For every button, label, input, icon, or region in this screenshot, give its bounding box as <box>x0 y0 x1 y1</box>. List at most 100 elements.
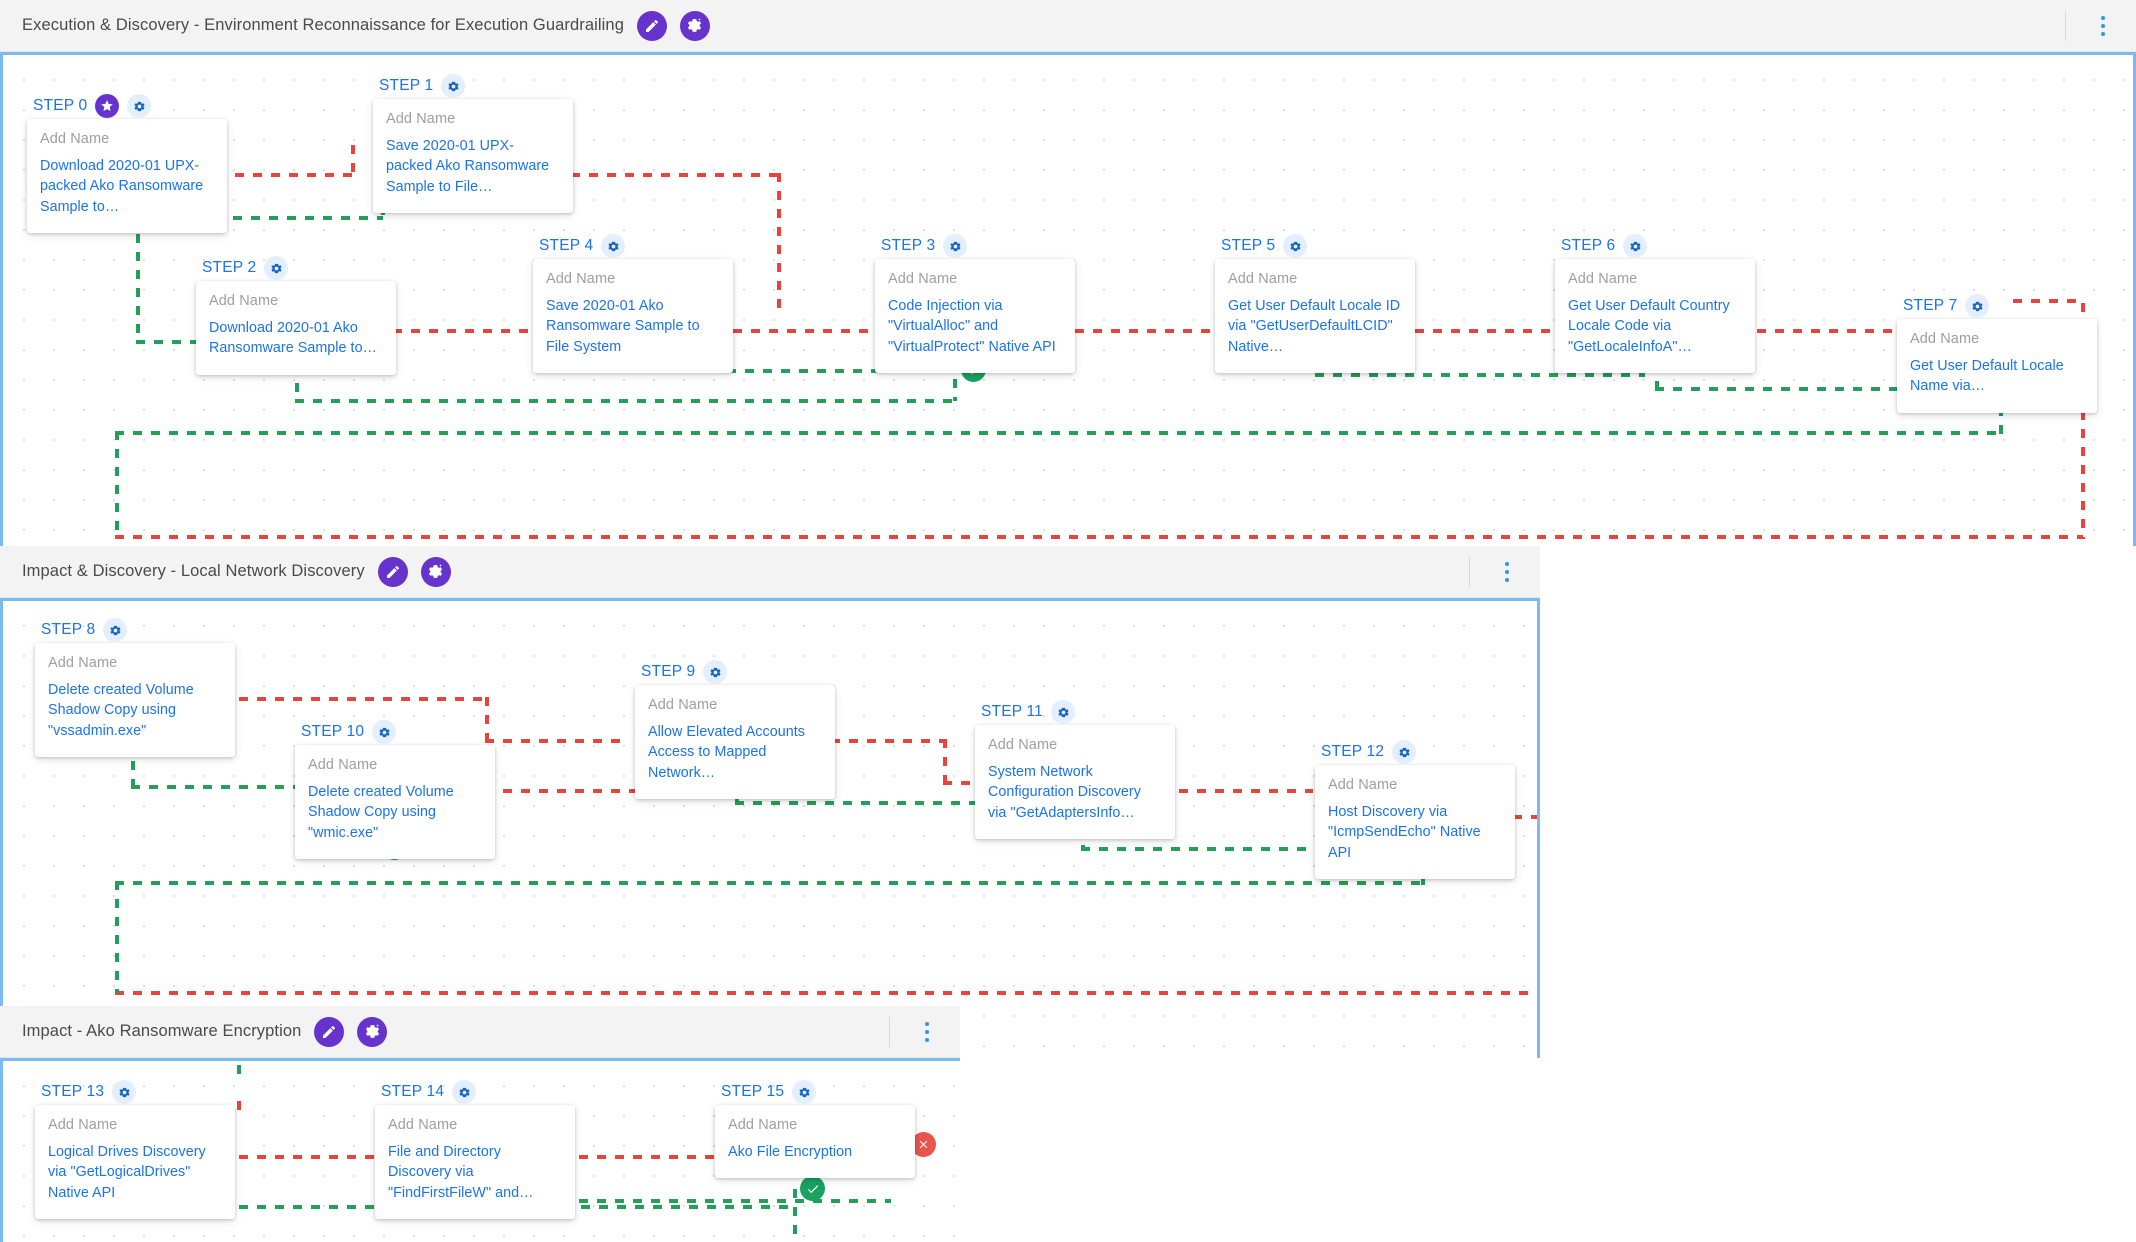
edge-red-10-9 <box>503 789 639 793</box>
step-node-9[interactable]: STEP 9 Add Name Allow Elevated Accounts … <box>635 659 835 799</box>
card-name-placeholder[interactable]: Add Name <box>1910 331 1980 347</box>
step-card[interactable]: Add Name Allow Elevated Accounts Access … <box>635 685 835 799</box>
step-node-15[interactable]: STEP 15 Add Name Ako File Encryption <box>715 1079 915 1179</box>
gear-icon[interactable] <box>264 256 289 280</box>
status-error-step15[interactable] <box>911 1132 936 1157</box>
step-node-8[interactable]: STEP 8 Add Name Delete created Volume Sh… <box>35 617 235 757</box>
card-name-placeholder[interactable]: Add Name <box>648 697 718 713</box>
step-node-0[interactable]: STEP 0 Add Name Download 2020-01 UPX-pac… <box>27 93 227 233</box>
step-label: STEP 11 <box>981 703 1043 720</box>
magic-gear-icon[interactable] <box>420 556 451 587</box>
step-card[interactable]: Add Name Host Discovery via "IcmpSendEch… <box>1315 765 1515 879</box>
step-node-3[interactable]: STEP 3 Add Name Code Injection via "Virt… <box>875 233 1075 373</box>
edge-red-8-10b <box>485 697 489 743</box>
pencil-icon[interactable] <box>314 1016 345 1047</box>
edge-green-9-row <box>735 801 977 805</box>
step-node-11[interactable]: STEP 11 Add Name System Network Configur… <box>975 699 1175 839</box>
card-name-placeholder[interactable]: Add Name <box>40 131 110 147</box>
step-card[interactable]: Add Name Save 2020-01 UPX-packed Ako Ran… <box>373 99 573 213</box>
step-node-2[interactable]: STEP 2 Add Name Download 2020-01 Ako Ran… <box>196 255 396 375</box>
card-name-placeholder[interactable]: Add Name <box>888 271 958 287</box>
gear-icon[interactable] <box>452 1080 477 1104</box>
step-node-14[interactable]: STEP 14 Add Name File and Directory Disc… <box>375 1079 575 1219</box>
card-name-placeholder[interactable]: Add Name <box>1228 271 1298 287</box>
section-canvas[interactable]: STEP 13 Add Name Logical Drives Discover… <box>0 1058 960 1242</box>
kebab-menu-icon[interactable] <box>912 1012 942 1052</box>
step-card[interactable]: Add Name Get User Default Locale Name vi… <box>1897 319 2097 413</box>
gear-icon[interactable] <box>112 1080 137 1104</box>
card-description: Delete created Volume Shadow Copy using … <box>308 784 454 841</box>
step-label: STEP 10 <box>301 723 365 740</box>
step-card[interactable]: Add Name Download 2020-01 UPX-packed Ako… <box>27 119 227 233</box>
step-card[interactable]: Add Name Logical Drives Discovery via "G… <box>35 1105 235 1219</box>
card-name-placeholder[interactable]: Add Name <box>546 271 616 287</box>
card-name-placeholder[interactable]: Add Name <box>209 293 279 309</box>
step-card[interactable]: Add Name Delete created Volume Shadow Co… <box>35 643 235 757</box>
gear-icon[interactable] <box>127 94 152 118</box>
section-canvas[interactable]: STEP 8 Add Name Delete created Volume Sh… <box>0 598 1540 1058</box>
step-card[interactable]: Add Name Code Injection via "VirtualAllo… <box>875 259 1075 373</box>
step-card[interactable]: Add Name Get User Default Locale ID via … <box>1215 259 1415 373</box>
step-node-header: STEP 2 <box>196 255 396 281</box>
edge-red-bottom <box>115 535 2083 539</box>
card-name-placeholder[interactable]: Add Name <box>1328 777 1398 793</box>
gear-icon[interactable] <box>943 234 968 258</box>
card-name-placeholder[interactable]: Add Name <box>988 737 1058 753</box>
magic-gear-icon[interactable] <box>679 10 710 41</box>
edge-red-12-wrap <box>1513 815 1537 819</box>
status-success-step15[interactable] <box>800 1176 825 1201</box>
section-canvas[interactable]: STEP 0 Add Name Download 2020-01 UPX-pac… <box>0 52 2136 546</box>
gear-icon[interactable] <box>372 720 397 744</box>
step-card[interactable]: Add Name Save 2020-01 Ako Ransomware Sam… <box>533 259 733 373</box>
card-name-placeholder[interactable]: Add Name <box>48 655 118 671</box>
card-name-placeholder[interactable]: Add Name <box>308 757 378 773</box>
edge-red-11-12 <box>1179 789 1313 793</box>
card-name-placeholder[interactable]: Add Name <box>48 1117 118 1133</box>
step-node-header: STEP 11 <box>975 699 1175 725</box>
step-node-10[interactable]: STEP 10 Add Name Delete created Volume S… <box>295 719 495 859</box>
gear-icon[interactable] <box>1965 294 1990 318</box>
step-card[interactable]: Add Name Delete created Volume Shadow Co… <box>295 745 495 859</box>
step-node-7[interactable]: STEP 7 Add Name Get User Default Locale … <box>1897 293 2097 413</box>
card-name-placeholder[interactable]: Add Name <box>386 111 456 127</box>
edge-red-12-wrapb <box>1537 815 1540 995</box>
magic-gear-icon[interactable] <box>357 1016 388 1047</box>
step-card[interactable]: Add Name Download 2020-01 Ako Ransomware… <box>196 281 396 375</box>
step-node-4[interactable]: STEP 4 Add Name Save 2020-01 Ako Ransomw… <box>533 233 733 373</box>
section-impact-discovery: Impact & Discovery - Local Network Disco… <box>0 546 1540 1058</box>
step-node-6[interactable]: STEP 6 Add Name Get User Default Country… <box>1555 233 1755 373</box>
step-label: STEP 12 <box>1321 743 1385 760</box>
step-node-header: STEP 6 <box>1555 233 1755 259</box>
header-divider <box>2065 10 2066 41</box>
edge-green-15-down <box>793 1189 797 1237</box>
gear-icon[interactable] <box>601 234 626 258</box>
gear-icon[interactable] <box>1283 234 1308 258</box>
section-title: Impact - Ako Ransomware Encryption <box>22 1022 302 1040</box>
step-card[interactable]: Add Name System Network Configuration Di… <box>975 725 1175 839</box>
gear-icon[interactable] <box>792 1080 817 1104</box>
gear-icon[interactable] <box>441 74 466 98</box>
kebab-menu-icon[interactable] <box>1492 552 1522 592</box>
step-node-12[interactable]: STEP 12 Add Name Host Discovery via "Icm… <box>1315 739 1515 879</box>
step-node-5[interactable]: STEP 5 Add Name Get User Default Locale … <box>1215 233 1415 373</box>
pencil-icon[interactable] <box>636 10 667 41</box>
pencil-icon[interactable] <box>377 556 408 587</box>
gear-icon[interactable] <box>1051 700 1075 724</box>
step-node-1[interactable]: STEP 1 Add Name Save 2020-01 UPX-packed … <box>373 73 573 213</box>
step-card[interactable]: Add Name Get User Default Country Locale… <box>1555 259 1755 373</box>
gear-icon[interactable] <box>703 660 728 684</box>
card-name-placeholder[interactable]: Add Name <box>388 1117 458 1133</box>
gear-icon[interactable] <box>103 618 128 642</box>
card-name-placeholder[interactable]: Add Name <box>728 1117 798 1133</box>
kebab-menu-icon[interactable] <box>2088 6 2118 46</box>
edge-red-7-wrapb <box>2013 299 2085 303</box>
star-badge[interactable] <box>95 94 120 118</box>
gear-icon[interactable] <box>1392 740 1417 764</box>
card-description: Download 2020-01 Ako Ransomware Sample t… <box>209 320 377 357</box>
gear-icon[interactable] <box>1623 234 1648 258</box>
step-card[interactable]: Add Name Ako File Encryption <box>715 1105 915 1179</box>
step-node-13[interactable]: STEP 13 Add Name Logical Drives Discover… <box>35 1079 235 1219</box>
step-label: STEP 14 <box>381 1083 445 1100</box>
card-name-placeholder[interactable]: Add Name <box>1568 271 1638 287</box>
step-card[interactable]: Add Name File and Directory Discovery vi… <box>375 1105 575 1219</box>
